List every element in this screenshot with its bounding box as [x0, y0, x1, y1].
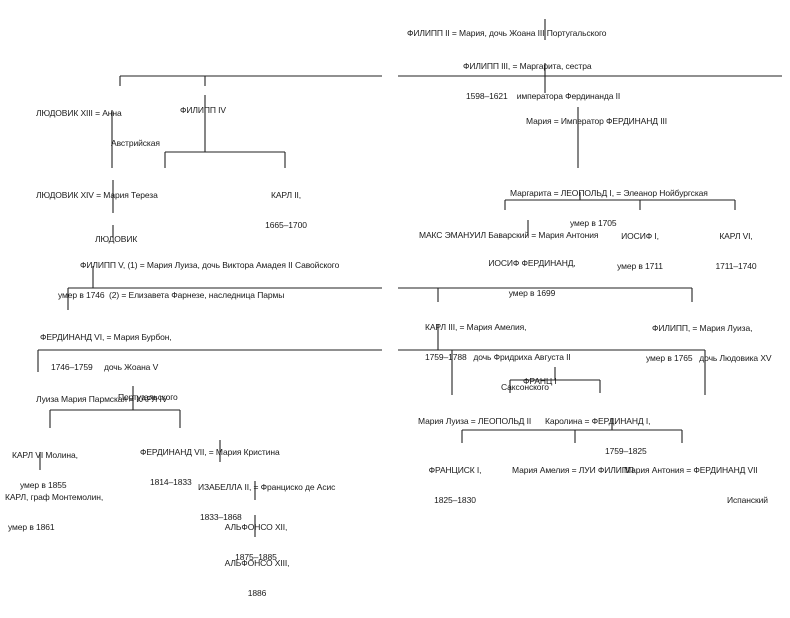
node-line: Мария = Император ФЕРДИНАНД III [526, 116, 667, 126]
node-line: МАКС ЭМАНУИЛ Баварский = Мария Антония [419, 230, 599, 240]
node-line: умер в 1699 [508, 288, 556, 298]
node-louis-xiv: ЛЮДОВИК XIV = Мария Тереза [36, 170, 158, 220]
node-line: ИОСИФ I, [621, 231, 659, 241]
node-alfonso-xiii: АЛЬФОНСО XIII, 1886 [225, 538, 290, 618]
node-karl-iv: Луиза Мария Пармская = КАРЛ IV [36, 374, 167, 424]
node-line: ФРАНЦ I [523, 376, 557, 386]
node-line: КАРЛ II, [270, 190, 302, 200]
node-line: Луиза Мария Пармская = КАРЛ IV [36, 394, 168, 404]
node-line: ЛЮДОВИК [95, 234, 138, 244]
node-line: Мария Антония = ФЕРДИНАНД VII [624, 465, 758, 475]
node-line: 1759–1788 дочь Фридриха Августа II [425, 352, 571, 362]
node-karl-vi: КАРЛ VI, 1711–1740 [715, 211, 756, 291]
node-ferdinand-vii: ФЕРДИНАНД VII, = Мария Кристина 1814–183… [140, 427, 280, 507]
node-line: 1833–1868 [200, 512, 242, 522]
node-line: ФИЛИПП III, = Маргарита, сестра [463, 61, 592, 71]
node-ferdinand-vii-spanish: Мария Антония = ФЕРДИНАНД VII Испанский [624, 445, 768, 525]
node-line: ФРАНЦИСК I, [428, 465, 482, 475]
node-line: ФИЛИПП II = Мария, дочь Жоана III Португ… [407, 28, 607, 38]
node-ferdinand-iii: Мария = Император ФЕРДИНАНД III [526, 96, 667, 146]
node-francis-i: ФРАНЦИСК I, 1825–1830 [429, 445, 482, 525]
node-line: 1711–1740 [715, 261, 757, 271]
node-line: умер в 1711 [617, 261, 663, 271]
node-philip-iii: ФИЛИПП III, = Маргарита, сестра 1598–162… [463, 41, 620, 121]
node-karl-montemolin: КАРЛ, граф Монтемолин, умер в 1861 [5, 472, 103, 552]
node-line: ИОСИФ ФЕРДИНАНД, [488, 258, 576, 268]
node-karl-vi-molina: КАРЛ VI Молина, умер в 1855 [12, 430, 78, 510]
node-line: КАРЛ VI, [719, 231, 753, 241]
node-alfonso-xii: АЛЬФОНСО XII, 1875–1885 [225, 502, 288, 582]
connector-lines [37, 19, 782, 537]
node-philipp-parma: ФИЛИПП, = Мария Луиза, умер в 1765 дочь … [646, 303, 772, 383]
node-karl-iii: КАРЛ III, = Мария Амелия, 1759–1788 дочь… [425, 302, 571, 412]
node-louis-philippe: Мария Амелия = ЛУИ ФИЛИПП [512, 445, 634, 495]
node-line: 1825–1830 [434, 495, 476, 505]
node-line: Испанский [727, 495, 768, 505]
node-line: Каролина = ФЕРДИНАНД I, [545, 416, 651, 426]
node-line: ЛЮДОВИК XIV = Мария Тереза [36, 190, 158, 200]
node-line: 1665–1700 [265, 220, 307, 230]
node-line: ФИЛИПП V, (1) = Мария Луиза, дочь Виктор… [80, 260, 340, 270]
node-line: ФИЛИПП IV [180, 105, 226, 115]
node-line: умер в 1855 [20, 480, 67, 490]
node-line: ФИЛИПП, = Мария Луиза, [652, 323, 753, 333]
node-line: Мария Амелия = ЛУИ ФИЛИПП [512, 465, 634, 475]
node-line: 1814–1833 [150, 477, 192, 487]
node-louis: ЛЮДОВИК [95, 214, 137, 264]
node-line: Португальского [118, 392, 178, 402]
node-line: 1759–1825 [605, 446, 647, 456]
node-line: КАРЛ, граф Монтемолин, [5, 492, 104, 502]
node-line: 1598–1621 императора Фердинанда II [466, 91, 621, 101]
node-line: Саксонского [501, 382, 549, 392]
node-leopold-ii: Мария Луиза = ЛЕОПОЛЬД II [418, 396, 531, 446]
node-joseph-ferdinand: ИОСИФ ФЕРДИНАНД, умер в 1699 [488, 238, 575, 318]
node-line: АЛЬФОНСО XII, [224, 522, 288, 532]
node-louis-xiii: ЛЮДОВИК XIII = Анна Австрийская [36, 88, 160, 168]
node-leopold-i: Маргарита = ЛЕОПОЛЬД I, = Элеанор Нойбур… [510, 168, 708, 248]
node-line: КАРЛ III, = Мария Амелия, [425, 322, 527, 332]
node-line: Австрийская [111, 138, 160, 148]
node-line: умер в 1765 дочь Людовика XV [646, 353, 772, 363]
node-line: умер в 1861 [8, 522, 55, 532]
node-line: ИЗАБЕЛЛА II, = Франциско де Асис [198, 482, 336, 492]
node-line: ФЕРДИНАНД VI, = Мария Бурбон, [40, 332, 172, 342]
node-line: 1875–1885 [235, 552, 277, 562]
node-franz-i: ФРАНЦ I [523, 356, 557, 406]
node-line: 1886 [247, 588, 267, 598]
node-ferdinand-vi: ФЕРДИНАНД VI, = Мария Бурбон, 1746–1759 … [40, 312, 178, 422]
node-line: КАРЛ VI Молина, [12, 450, 78, 460]
node-line: Мария Луиза = ЛЕОПОЛЬД II [418, 416, 532, 426]
node-isabella-ii: ИЗАБЕЛЛА II, = Франциско де Асис 1833–18… [198, 462, 335, 542]
node-line: ЛЮДОВИК XIII = Анна [36, 108, 122, 118]
node-philip-iv: ФИЛИПП IV [180, 85, 226, 135]
node-philip-ii: ФИЛИПП II = Мария, дочь Жоана III Португ… [407, 8, 606, 58]
node-line: умер в 1705 [570, 218, 617, 228]
node-joseph-i: ИОСИФ I, умер в 1711 [617, 211, 663, 291]
family-tree-diagram: ФИЛИПП II = Мария, дочь Жоана III Португ… [5, 8, 782, 598]
node-line: 1746–1759 дочь Жоана V [51, 362, 159, 372]
node-line: умер в 1746 (2) = Елизавета Фарнезе, нас… [58, 290, 285, 300]
node-karl-ii: КАРЛ II, 1665–1700 [265, 170, 307, 250]
node-line: ФЕРДИНАНД VII, = Мария Кристина [140, 447, 280, 457]
node-philip-v: ФИЛИПП V, (1) = Мария Луиза, дочь Виктор… [58, 240, 339, 320]
node-ferdinand-i: Каролина = ФЕРДИНАНД I, 1759–1825 [545, 396, 650, 476]
node-max-emanuel: МАКС ЭМАНУИЛ Баварский = Мария Антония [419, 210, 598, 260]
node-line: Маргарита = ЛЕОПОЛЬД I, = Элеанор Нойбур… [510, 188, 708, 198]
